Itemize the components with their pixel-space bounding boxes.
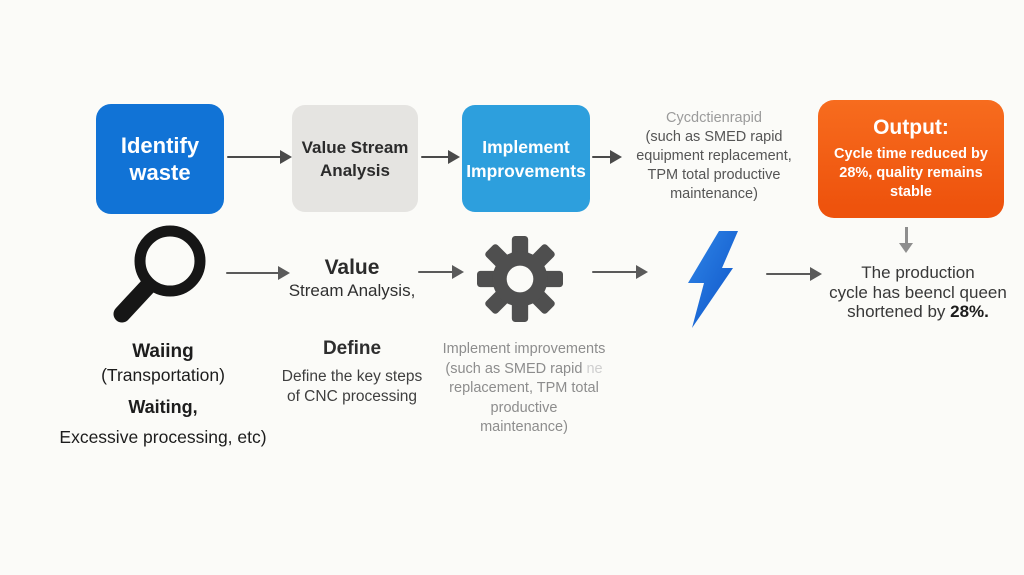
arrow-right-icon [766, 267, 822, 281]
value-stream-label-title: Value [324, 256, 380, 279]
implement-line1: Implement [482, 136, 570, 157]
implement-improvements-box: Implement Improvements [462, 105, 590, 212]
value-stream-line1: Value Stream [301, 137, 409, 157]
arrow-right-icon [227, 150, 292, 164]
result-line3: shortened by 28%. [847, 302, 989, 321]
define-caption-title: Define [322, 338, 382, 359]
value-stream-line2: Analysis [320, 160, 390, 180]
identify-waste-line1: Identify [120, 133, 200, 158]
arrow-shaft [226, 271, 281, 275]
method-note-line2: (such as SMED rapid [645, 129, 783, 145]
arrow-shaft [227, 155, 283, 159]
arrow-shaft [904, 227, 908, 245]
arrow-right-icon [418, 265, 464, 279]
value-stream-analysis-box: Value Stream Analysis [292, 105, 418, 212]
waste-types-caption: Waiing (Transportation) Waiting, Excessi… [40, 341, 286, 448]
arrow-shaft [592, 270, 639, 274]
define-caption-body: Define the key steps of CNC processing [270, 367, 434, 407]
arrow-head [452, 265, 464, 279]
output-title: Output: [873, 116, 949, 139]
lightning-bolt-icon [688, 231, 738, 328]
arrow-head [280, 150, 292, 164]
identify-waste-line2: waste [129, 160, 191, 185]
result-percent: 28%. [950, 302, 989, 321]
define-caption: Define Define the key steps of CNC proce… [270, 338, 434, 407]
implement-caption-line1: Implement improvements [442, 341, 606, 357]
result-line2: cycle has beencl queen [829, 282, 1007, 302]
output-body: Cycle time reduced by 28%, quality remai… [834, 145, 988, 202]
define-caption-line3: of CNC processing [286, 388, 418, 405]
waste-caption-line4: Excessive processing, etc) [59, 427, 267, 447]
result-line1: The production [861, 263, 975, 282]
arrow-right-icon [226, 266, 290, 280]
implement-caption-line2: (such as SMED rapid ne [445, 360, 603, 377]
waste-caption-title: Waiing [132, 341, 194, 362]
value-stream-label-subtitle: Stream Analysis, [288, 281, 416, 300]
method-note-line4: TPM total productive [647, 167, 781, 183]
output-body-line3: stable [890, 184, 932, 200]
method-note-line5: maintenance) [670, 186, 758, 202]
method-note-line3: equipment replacement, [636, 148, 792, 164]
method-note: Cycdctienrapid (such as SMED rapid equip… [616, 109, 812, 204]
arrow-head [636, 265, 648, 279]
arrow-head [278, 266, 290, 280]
arrow-shaft [418, 270, 455, 274]
arrow-right-icon [421, 150, 460, 164]
result-text: The production cycle has beencl queen sh… [820, 263, 1016, 322]
output-body-line1: Cycle time reduced by [834, 146, 988, 162]
arrow-head [448, 150, 460, 164]
gear-icon [477, 236, 563, 322]
output-body-line2: 28%, quality remains [839, 165, 983, 181]
arrow-head [899, 243, 913, 253]
method-note-line1: Cycdctienrapid [666, 110, 762, 126]
arrow-shaft [766, 272, 813, 276]
arrow-right-icon [592, 265, 648, 279]
identify-waste-box: Identify waste [96, 104, 224, 214]
faint-artifact-text: ne [586, 360, 603, 377]
waste-caption-line3: Waiting, [128, 397, 198, 417]
define-caption-line2: Define the key steps [281, 368, 423, 385]
arrow-down-icon [899, 227, 913, 253]
implement-caption-line3: replacement, TPM total productive [449, 380, 599, 416]
implement-line2: Improvements [466, 160, 586, 181]
arrow-shaft [421, 155, 451, 159]
magnifier-icon [113, 225, 206, 323]
output-box: Output: Cycle time reduced by 28%, quali… [818, 100, 1004, 218]
implement-caption-line4: maintenance) [480, 419, 568, 435]
arrow-head [610, 150, 622, 164]
arrow-right-icon [592, 150, 622, 164]
value-stream-analysis-label: Value Stream Analysis, [272, 256, 432, 302]
implement-improvements-caption: Implement improvements (such as SMED rap… [424, 340, 624, 438]
arrow-shaft [592, 155, 613, 159]
arrow-head [810, 267, 822, 281]
waste-caption-line2: (Transportation) [101, 365, 225, 385]
